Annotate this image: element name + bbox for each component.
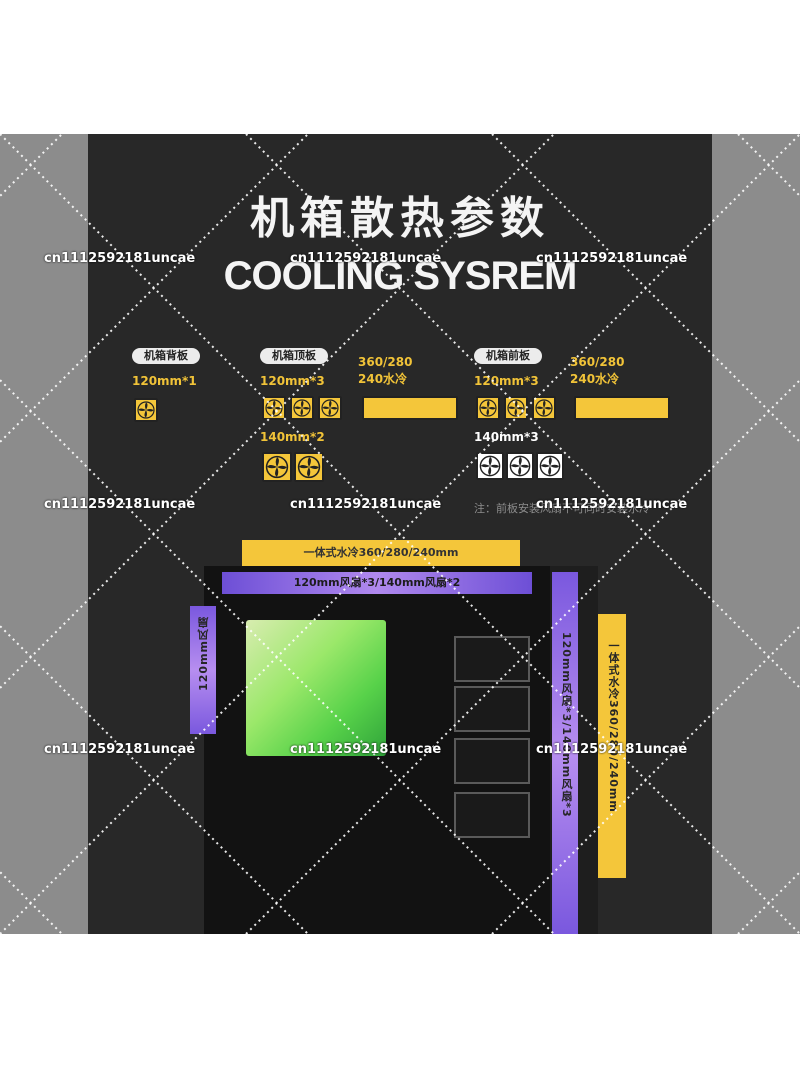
front-rad-spec: 360/280 240水冷 — [570, 355, 625, 386]
watermark-text: cn1112592181uncae — [44, 742, 196, 757]
drive-cage — [454, 636, 530, 682]
rear-fan-spec: 120mm*1 — [132, 374, 197, 388]
watermark-line — [0, 134, 309, 444]
watermark-line — [737, 134, 800, 198]
rear-panel-label: 机箱背板 — [132, 348, 200, 364]
watermark-text: cn1112592181uncae — [290, 742, 442, 757]
watermark-line — [245, 378, 800, 934]
fan-icon — [476, 452, 504, 480]
radiator-icon — [574, 396, 670, 420]
top-rad-spec: 360/280 240水冷 — [358, 355, 413, 386]
fan-icon — [134, 398, 158, 422]
drive-cage — [454, 792, 530, 838]
watermark-text: cn1112592181uncae — [536, 497, 688, 512]
watermark-line — [0, 134, 555, 690]
watermark-line — [0, 134, 800, 934]
watermark-pattern — [0, 134, 800, 934]
page-subtitle: COOLING SYSREM — [223, 254, 578, 298]
rear-fan-bar: 120mm风扇 — [190, 606, 216, 734]
page-title: 机箱散热参数 — [250, 193, 550, 244]
watermark-text: cn1112592181uncae — [44, 251, 196, 266]
fan-icon — [532, 396, 556, 420]
fan-icon — [536, 452, 564, 480]
front-fans-label: 120mm风扇*3/140mm风扇*3 — [560, 632, 573, 818]
drive-cage — [454, 738, 530, 784]
watermark-line — [737, 870, 800, 934]
front-aio-label: 一体式水冷360/280/240mm — [607, 640, 620, 813]
watermark-text: cn1112592181uncae — [536, 251, 688, 266]
cooling-spec-panel: 机箱散热参数 COOLING SYSREM 机箱背板 120mm*1 机箱顶板 … — [88, 134, 712, 934]
product-image: 机箱散热参数 COOLING SYSREM 机箱背板 120mm*1 机箱顶板 … — [0, 134, 800, 934]
fan-icon — [262, 396, 286, 420]
watermark-text: cn1112592181uncae — [290, 497, 442, 512]
install-note: 注：前板安装风扇不可同时安装水冷 — [474, 502, 650, 515]
watermark-text: cn1112592181uncae — [536, 742, 688, 757]
fan-icon — [506, 452, 534, 480]
fan-icon — [504, 396, 528, 420]
top-fan-spec-120: 120mm*3 — [260, 374, 325, 388]
fan-icon — [318, 396, 342, 420]
watermark-line — [0, 624, 309, 934]
fan-icon — [290, 396, 314, 420]
top-panel-label: 机箱顶板 — [260, 348, 328, 364]
front-fan-spec-120: 120mm*3 — [474, 374, 539, 388]
top-aio-label: 一体式水冷360/280/240mm — [242, 540, 520, 566]
radiator-icon — [362, 396, 458, 420]
fan-icon — [262, 452, 292, 482]
motherboard-tray — [246, 620, 386, 756]
front-panel-label: 机箱前板 — [474, 348, 542, 364]
top-fan-spec-140: 140mm*2 — [260, 430, 325, 444]
front-fan-spec-140: 140mm*3 — [474, 430, 539, 444]
fan-icon — [476, 396, 500, 420]
front-fans-bar: 120mm风扇*3/140mm风扇*3 — [552, 572, 578, 934]
watermark-text: cn1112592181uncae — [44, 497, 196, 512]
fan-icon — [294, 452, 324, 482]
watermark-text: cn1112592181uncae — [290, 251, 442, 266]
